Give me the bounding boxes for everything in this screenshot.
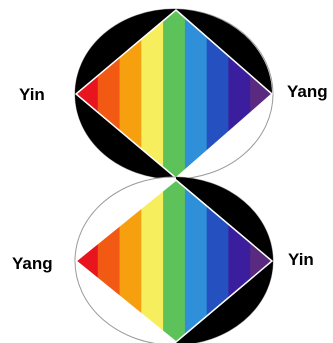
- top-figure: [75, 8, 273, 180]
- top-spectrum-band: [76, 8, 98, 180]
- bottom-figure: [75, 177, 273, 343]
- top-right-label: Yang: [287, 82, 328, 102]
- bottom-right-label: Yin: [288, 250, 314, 270]
- bottom-spectrum-band: [250, 178, 272, 343]
- bottom-spectrum-band: [163, 178, 185, 343]
- top-spectrum-band: [250, 8, 272, 180]
- top-left-label: Yin: [19, 85, 45, 105]
- bottom-left-label: Yang: [12, 254, 53, 274]
- bottom-spectrum-band: [76, 178, 98, 343]
- top-spectrum-band: [163, 8, 185, 180]
